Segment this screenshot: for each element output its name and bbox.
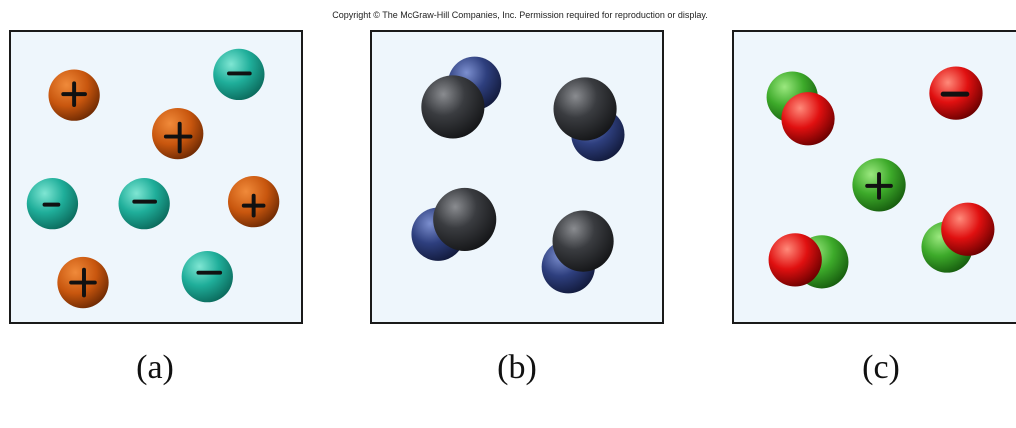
ion-cation xyxy=(48,69,100,121)
ion-anion xyxy=(26,177,79,230)
panel-a-ions xyxy=(9,30,303,324)
ion-cation xyxy=(852,158,906,212)
ion-anion xyxy=(213,48,265,101)
copyright-notice: Copyright © The McGraw-Hill Companies, I… xyxy=(332,10,708,20)
panel-a-caption: (a) xyxy=(136,349,174,386)
molecule-diatomic xyxy=(421,56,502,139)
ion-anion xyxy=(181,250,233,303)
ion-anion xyxy=(929,66,983,120)
molecule-diatomic xyxy=(768,233,849,289)
panel-b-molecules xyxy=(370,30,664,324)
ion-anion xyxy=(118,177,170,230)
panel-c-mixture xyxy=(732,30,1016,324)
molecule-diatomic xyxy=(766,71,835,146)
panel-c-caption: (c) xyxy=(862,349,900,386)
ion-cation xyxy=(228,176,280,228)
ion-cation xyxy=(152,107,204,160)
molecule-diatomic xyxy=(921,202,995,273)
panel-b-caption: (b) xyxy=(497,349,537,386)
molecule-diatomic xyxy=(541,210,614,294)
ion-cation xyxy=(57,256,109,309)
molecule-diatomic xyxy=(553,77,625,162)
molecule-diatomic xyxy=(411,187,497,261)
